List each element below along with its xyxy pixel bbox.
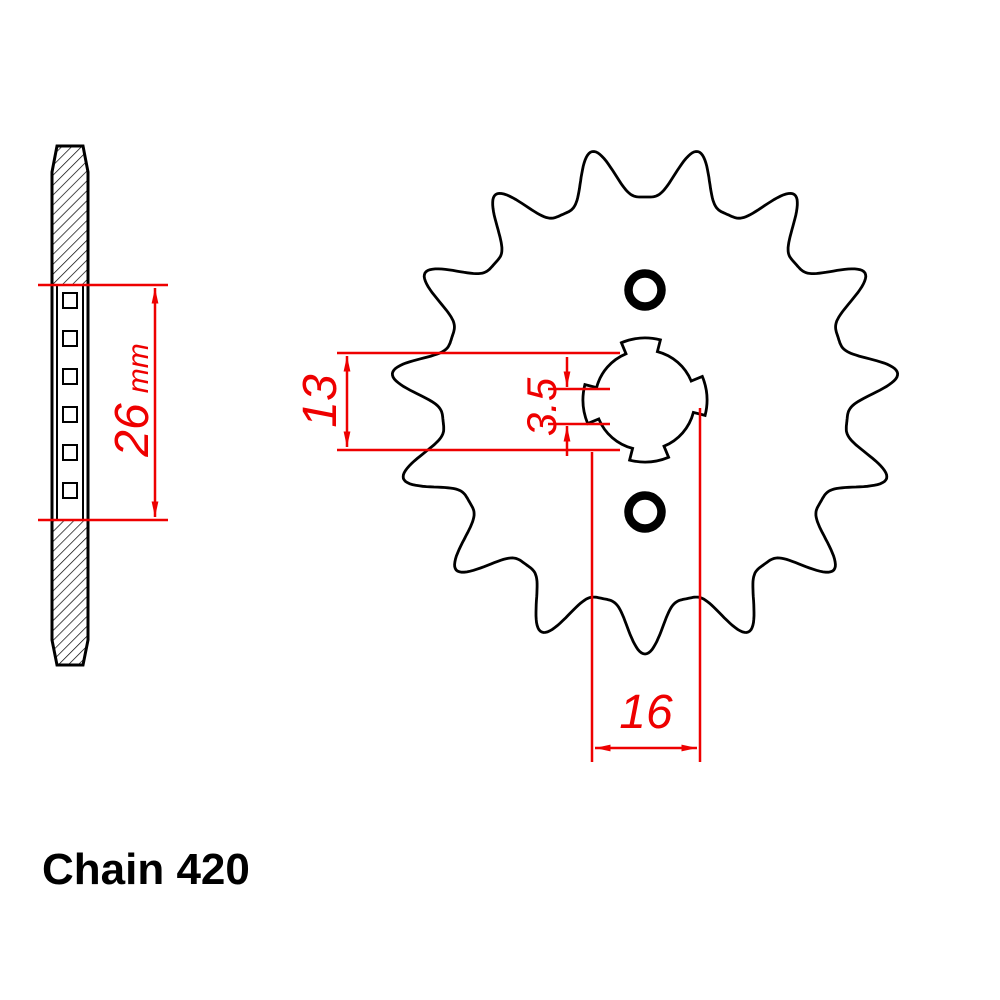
side-view-hatching [52,146,88,665]
chain-roller [62,406,78,423]
dimension-13: 13 [294,351,620,452]
chain-type-label: Chain 420 [42,845,250,894]
dim-13-label: 13 [294,374,347,428]
chain-roller [62,444,78,461]
dimension-3-5: 3.5 [518,357,610,456]
dim-26-unit: mm [122,343,155,393]
front-view [390,150,900,656]
hatch-region-top [52,146,88,285]
dim-13-value: 13 [294,374,347,428]
chain-roller [62,368,78,385]
dimension-26mm: 26 mm [38,283,168,522]
dim-26-value: 26 [106,403,159,458]
chain-roller [62,482,78,499]
dim-16-value: 16 [619,686,673,739]
chain-rollers [62,292,78,499]
dim-26-label: 26 mm [106,343,159,457]
dimension-16: 16 [590,408,702,762]
chain-roller [62,292,78,309]
dim-3-5-label: 3.5 [518,377,565,436]
bolt-hole-top [624,269,666,311]
dim-16-label: 16 [619,686,673,739]
chain-roller [62,330,78,347]
hatch-region-bottom [52,520,88,665]
dim-3-5-value: 3.5 [518,377,565,436]
side-view [50,144,90,667]
bolt-hole-bottom [624,491,666,533]
spline-bore [581,336,709,464]
